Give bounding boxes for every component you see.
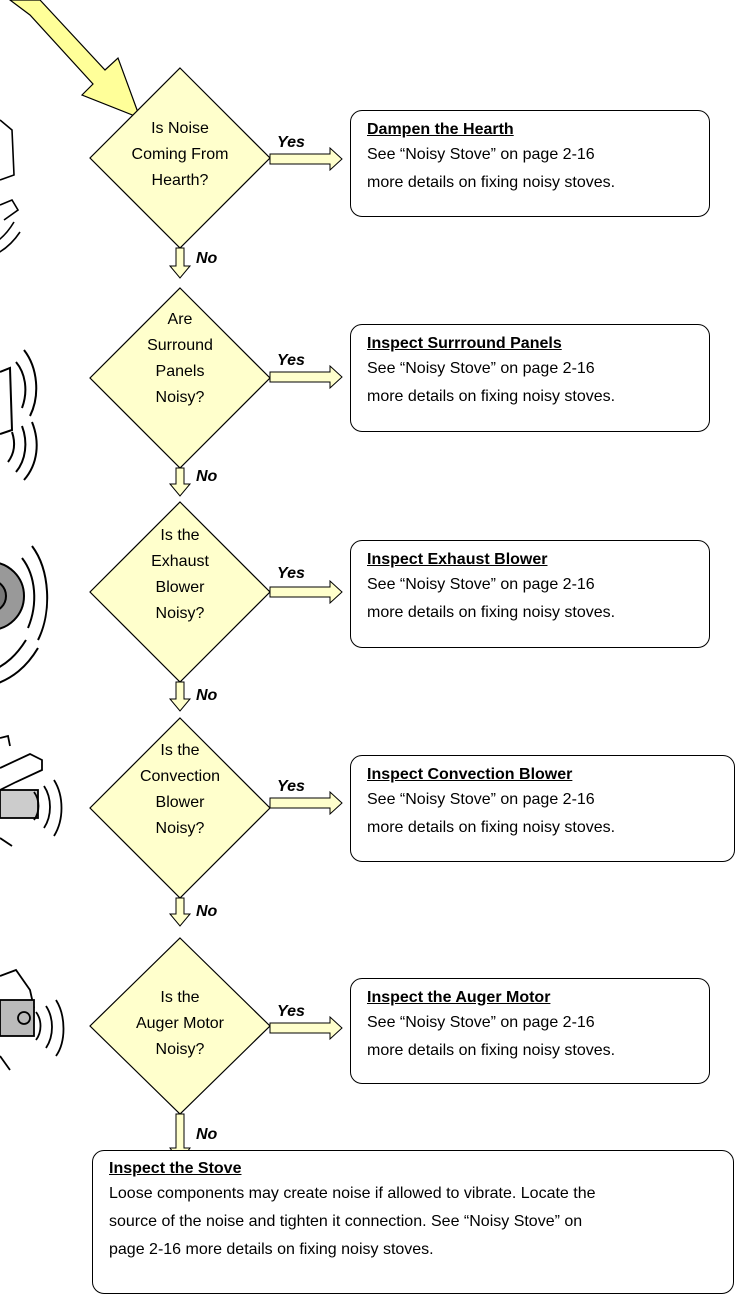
decision-question-5: Is the Auger Motor Noisy? bbox=[120, 985, 240, 1063]
action-text: See “Noisy Stove” on page 2-16 bbox=[367, 360, 595, 377]
no-label-4: No bbox=[196, 903, 218, 920]
final-text: source of the noise and tighten it conne… bbox=[109, 1213, 583, 1230]
final-action-box: Inspect the Stove Loose components may c… bbox=[92, 1150, 734, 1294]
action-text: more details on fixing noisy stoves. bbox=[367, 174, 616, 191]
question-line: Surround bbox=[147, 337, 213, 354]
final-text: Loose components may create noise if all… bbox=[109, 1185, 596, 1202]
action-title: Inspect Exhaust Blower bbox=[367, 551, 548, 568]
decision-question-2: Are Surround Panels Noisy? bbox=[120, 307, 240, 411]
action-title: Inspect Convection Blower bbox=[367, 766, 573, 783]
no-arrow-1 bbox=[168, 247, 192, 279]
exhaust-blower-icon bbox=[0, 545, 49, 684]
no-arrow-2 bbox=[168, 467, 192, 497]
yes-label-1: Yes bbox=[277, 134, 305, 151]
yes-arrow-5 bbox=[269, 1015, 343, 1041]
auger-motor-icon bbox=[0, 968, 65, 1071]
no-label-5: No bbox=[196, 1126, 218, 1143]
yes-arrow-2 bbox=[269, 364, 343, 390]
action-box-2: Inspect Surrround Panels See “Noisy Stov… bbox=[350, 324, 710, 432]
action-title: Inspect Surrround Panels bbox=[367, 335, 562, 352]
no-label-3: No bbox=[196, 687, 218, 704]
question-line: Noisy? bbox=[155, 1041, 205, 1058]
action-text: more details on fixing noisy stoves. bbox=[367, 819, 616, 836]
decision-question-1: Is Noise Coming From Hearth? bbox=[120, 116, 240, 194]
question-line: Exhaust bbox=[151, 553, 209, 570]
action-box-3: Inspect Exhaust Blower See “Noisy Stove”… bbox=[350, 540, 710, 648]
yes-label-4: Yes bbox=[277, 778, 305, 795]
action-box-1: Dampen the Hearth See “Noisy Stove” on p… bbox=[350, 110, 710, 217]
question-line: Blower bbox=[155, 579, 205, 596]
final-title: Inspect the Stove bbox=[109, 1160, 242, 1177]
question-line: Is the bbox=[160, 742, 200, 759]
action-box-5: Inspect the Auger Motor See “Noisy Stove… bbox=[350, 978, 710, 1084]
question-line: Noisy? bbox=[155, 820, 205, 837]
no-label-2: No bbox=[196, 468, 218, 485]
hearth-icon bbox=[0, 119, 21, 253]
question-line: Panels bbox=[155, 363, 205, 380]
action-text: more details on fixing noisy stoves. bbox=[367, 604, 616, 621]
action-text: more details on fixing noisy stoves. bbox=[367, 388, 616, 405]
convection-blower-icon bbox=[0, 734, 63, 847]
action-text: See “Noisy Stove” on page 2-16 bbox=[367, 791, 595, 808]
action-box-4: Inspect Convection Blower See “Noisy Sto… bbox=[350, 755, 735, 862]
yes-label-2: Yes bbox=[277, 352, 305, 369]
question-line: Noisy? bbox=[155, 605, 205, 622]
question-line: Coming From bbox=[131, 146, 229, 163]
action-text: See “Noisy Stove” on page 2-16 bbox=[367, 1014, 595, 1031]
yes-arrow-1 bbox=[269, 146, 343, 172]
question-line: Hearth? bbox=[151, 172, 209, 189]
yes-arrow-3 bbox=[269, 579, 343, 605]
question-line: Is Noise bbox=[151, 120, 209, 137]
action-text: more details on fixing noisy stoves. bbox=[367, 1042, 616, 1059]
question-line: Are bbox=[167, 311, 193, 328]
no-arrow-4 bbox=[168, 897, 192, 927]
final-text: page 2-16 more details on fixing noisy s… bbox=[109, 1241, 434, 1258]
surround-panel-icon bbox=[0, 349, 38, 481]
yes-arrow-4 bbox=[269, 790, 343, 816]
question-line: Is the bbox=[160, 989, 200, 1006]
action-text: See “Noisy Stove” on page 2-16 bbox=[367, 146, 595, 163]
yes-label-5: Yes bbox=[277, 1003, 305, 1020]
question-line: Auger Motor bbox=[135, 1015, 225, 1032]
no-label-1: No bbox=[196, 250, 218, 267]
question-line: Convection bbox=[139, 768, 221, 785]
action-title: Inspect the Auger Motor bbox=[367, 989, 551, 1006]
question-line: Noisy? bbox=[155, 389, 205, 406]
no-arrow-3 bbox=[168, 681, 192, 712]
action-text: See “Noisy Stove” on page 2-16 bbox=[367, 576, 595, 593]
entry-arrow bbox=[9, 0, 142, 120]
action-title: Dampen the Hearth bbox=[367, 121, 514, 138]
question-line: Is the bbox=[160, 527, 200, 544]
question-line: Blower bbox=[155, 794, 205, 811]
decision-question-4: Is the Convection Blower Noisy? bbox=[120, 738, 240, 842]
decision-question-3: Is the Exhaust Blower Noisy? bbox=[120, 523, 240, 627]
yes-label-3: Yes bbox=[277, 565, 305, 582]
